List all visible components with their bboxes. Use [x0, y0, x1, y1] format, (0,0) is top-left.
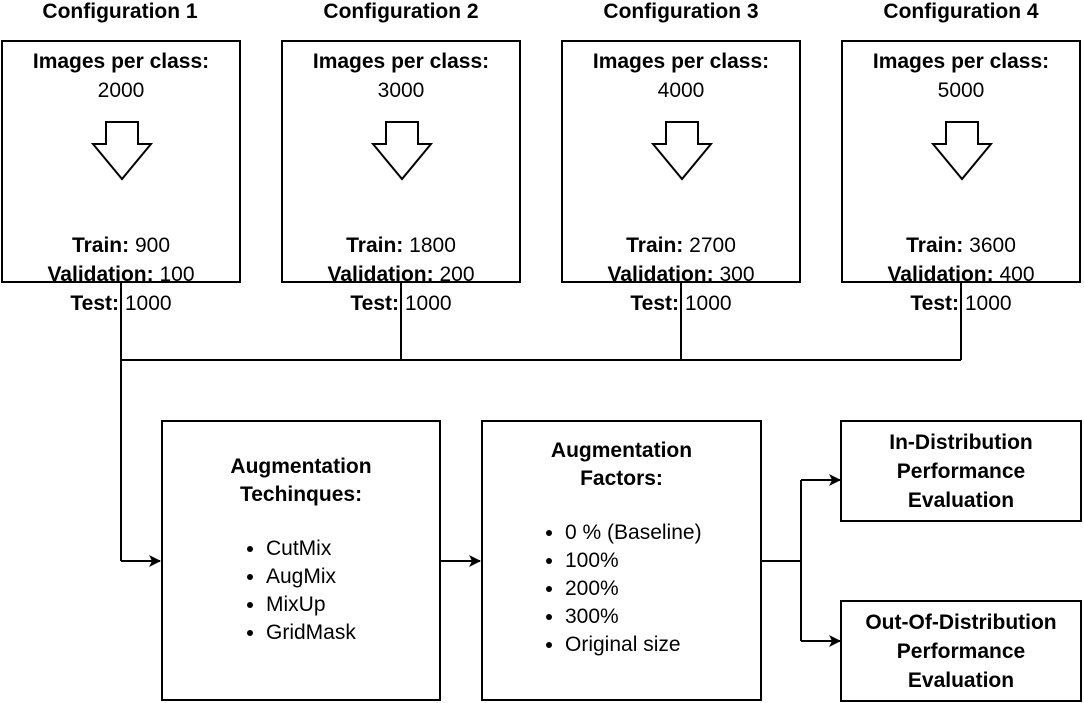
test-label: Test: — [70, 292, 120, 315]
test-label: Test: — [910, 292, 960, 315]
config-2-title: Configuration 2 — [323, 0, 479, 23]
validation-value: 400 — [999, 263, 1035, 286]
config-1-title: Configuration 1 — [42, 0, 198, 23]
test-value: 1000 — [404, 292, 452, 315]
list-item: 300% — [565, 603, 702, 631]
validation-value: 200 — [439, 263, 475, 286]
images-per-class-label: Images per class: — [312, 50, 490, 73]
train-label: Train: — [346, 234, 404, 257]
factors-heading-line1: Augmentation — [550, 439, 693, 462]
train-value: 900 — [134, 234, 171, 257]
config-1-box: Images per class: 2000 Train: 900 Valida… — [1, 40, 241, 315]
techniques-heading-line2: Techinques: — [239, 483, 363, 506]
list-item: 0 % (Baseline) — [565, 519, 702, 547]
out-of-distribution-line1: Out-Of-Distribution — [865, 611, 1057, 634]
train-label: Train: — [71, 234, 130, 257]
test-value: 1000 — [124, 292, 172, 315]
config-4-title: Configuration 4 — [883, 0, 1039, 23]
test-value: 1000 — [684, 292, 732, 315]
down-arrow-icon — [91, 121, 153, 181]
factors-list: 0 % (Baseline) 100% 200% 300% Original s… — [565, 519, 702, 659]
images-per-class-value: 4000 — [657, 79, 705, 102]
factors-heading-line2: Factors: — [580, 467, 663, 490]
validation-label: Validation: — [887, 263, 994, 286]
test-value: 1000 — [964, 292, 1012, 315]
validation-label: Validation: — [607, 263, 714, 286]
config-4-box: Images per class: 5000 Train: 3600 Valid… — [841, 40, 1081, 315]
validation-value: 300 — [719, 263, 755, 286]
train-label: Train: — [906, 234, 964, 257]
in-distribution-line2: Performance — [896, 460, 1026, 483]
list-item: AugMix — [266, 563, 356, 591]
validation-label: Validation: — [47, 263, 154, 286]
validation-label: Validation: — [327, 263, 434, 286]
techniques-list: CutMix AugMix MixUp GridMask — [266, 535, 356, 647]
config-3-box: Images per class: 4000 Train: 2700 Valid… — [561, 40, 801, 315]
train-value: 1800 — [409, 234, 456, 257]
images-per-class-value: 3000 — [377, 79, 425, 102]
validation-value: 100 — [159, 263, 195, 286]
out-of-distribution-box: Out-Of-Distribution Performance Evaluati… — [840, 600, 1082, 702]
test-label: Test: — [630, 292, 680, 315]
augmentation-factors-box: Augmentation Factors: 0 % (Baseline) 100… — [481, 420, 762, 701]
in-distribution-line3: Evaluation — [907, 489, 1015, 512]
images-per-class-value: 5000 — [937, 79, 985, 102]
train-value: 2700 — [689, 234, 736, 257]
in-distribution-box: In-Distribution Performance Evaluation — [840, 420, 1082, 522]
down-arrow-icon — [651, 121, 713, 181]
in-distribution-line1: In-Distribution — [889, 431, 1033, 454]
train-label: Train: — [626, 234, 684, 257]
list-item: MixUp — [266, 591, 356, 619]
list-item: 100% — [565, 547, 702, 575]
images-per-class-label: Images per class: — [592, 50, 770, 73]
images-per-class-value: 2000 — [97, 79, 145, 102]
list-item: CutMix — [266, 535, 356, 563]
list-item: Original size — [565, 631, 702, 659]
list-item: 200% — [565, 575, 702, 603]
list-item: GridMask — [266, 619, 356, 647]
test-label: Test: — [350, 292, 400, 315]
techniques-heading-line1: Augmentation — [230, 455, 372, 478]
images-per-class-label: Images per class: — [872, 50, 1050, 73]
config-3-title: Configuration 3 — [603, 0, 759, 23]
train-value: 3600 — [969, 234, 1016, 257]
images-per-class-label: Images per class: — [32, 50, 210, 73]
out-of-distribution-line3: Evaluation — [907, 669, 1015, 692]
augmentation-techniques-box: Augmentation Techinques: CutMix AugMix M… — [161, 420, 441, 701]
config-2-box: Images per class: 3000 Train: 1800 Valid… — [281, 40, 521, 315]
down-arrow-icon — [931, 121, 993, 181]
down-arrow-icon — [371, 121, 433, 181]
out-of-distribution-line2: Performance — [896, 640, 1026, 663]
